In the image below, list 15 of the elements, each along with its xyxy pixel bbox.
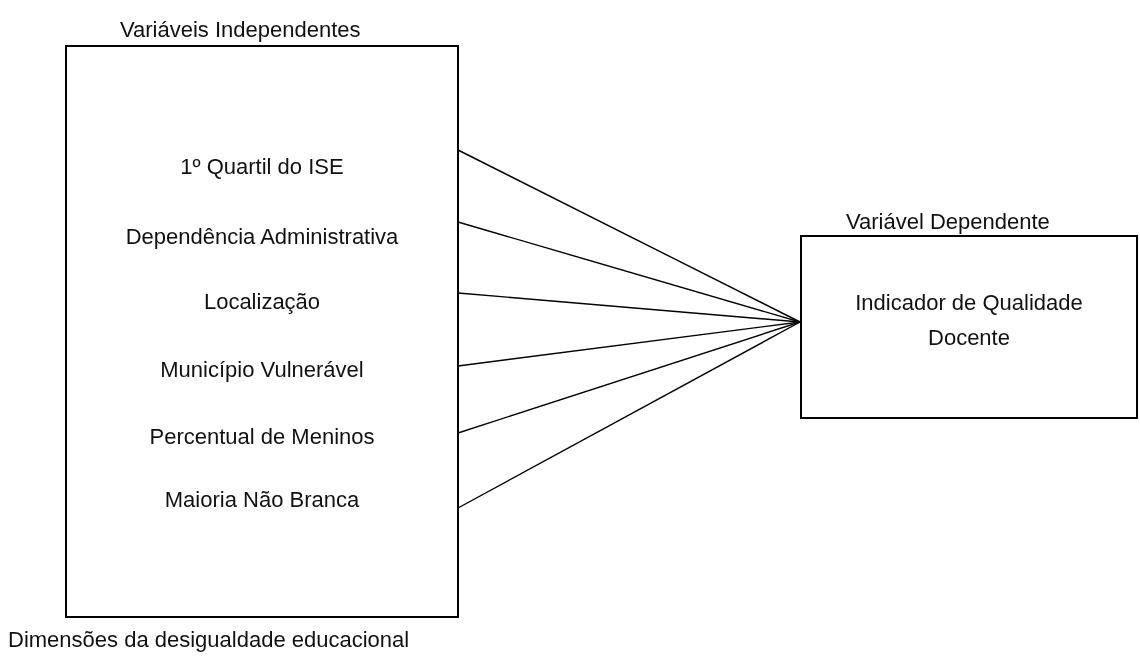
variable-label: Maioria Não Branca: [164, 486, 360, 514]
connector-line: [457, 321, 801, 434]
connector-line: [457, 149, 801, 323]
variables-box: [65, 45, 459, 618]
variable-label: Percentual de Meninos: [149, 423, 375, 451]
box-caption: Dimensões da desigualdade educacional: [8, 627, 410, 653]
dependent-variable-box: [800, 235, 1138, 419]
box-heading: Variáveis Independentes: [120, 17, 361, 43]
box-heading: Variável Dependente: [846, 209, 1050, 235]
variable-label: Localização: [203, 288, 321, 316]
box-text: Indicador de Qualidade Docente: [854, 289, 1084, 352]
variable-label: Município Vulnerável: [160, 356, 364, 384]
variable-label: Dependência Administrativa: [125, 223, 399, 251]
variable-label: 1º Quartil do ISE: [180, 153, 344, 181]
connector-line: [457, 321, 801, 509]
